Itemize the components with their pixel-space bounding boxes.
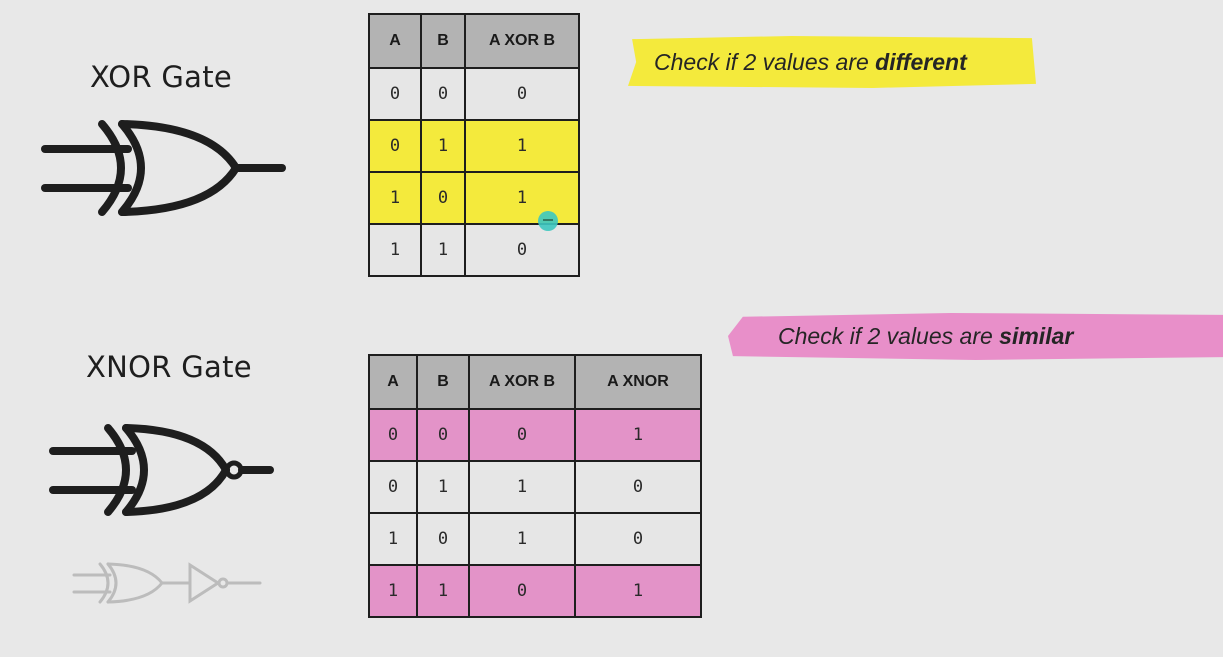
cell-a: 0 [368,119,422,173]
table-row: 0 0 0 [368,67,580,121]
cell-b: 0 [416,408,470,462]
cell-xor: 0 [464,223,580,277]
cell-b: 0 [420,171,466,225]
cell-b: 0 [416,512,470,566]
cell-b: 1 [416,564,470,618]
similar-note-highlight: Check if 2 values are similar [728,312,1223,360]
table-row: 1 1 0 [368,223,580,277]
cell-xnor: 0 [574,512,702,566]
cell-xor: 0 [464,67,580,121]
xnor-gate-title: XNOR Gate [86,350,252,384]
table-row: 0 1 1 0 [368,460,702,514]
table-row: 1 0 1 [368,171,580,225]
cell-xor: 0 [468,408,576,462]
xor-plus-not-gate-icon [72,562,262,604]
cell-xor: 0 [468,564,576,618]
header-a-xor-b: A XOR B [468,354,576,410]
table-row: 0 0 0 1 [368,408,702,462]
cell-a: 1 [368,564,418,618]
note-emphasis: different [875,48,967,75]
header-a-xnor: A XNOR [574,354,702,410]
xnor-truth-table: A B A XOR B A XNOR 0 0 0 1 0 1 1 0 1 0 1… [368,354,702,618]
cell-b: 0 [420,67,466,121]
cell-a: 0 [368,67,422,121]
xnor-gate-icon [49,424,274,516]
cell-a: 0 [368,460,418,514]
header-a: A [368,13,422,69]
header-b: B [420,13,466,69]
cell-a: 1 [368,512,418,566]
cell-xnor: 0 [574,460,702,514]
cell-xor: 1 [464,171,580,225]
note-prefix: Check if 2 values are [778,322,1000,349]
cell-a: 1 [368,223,422,277]
xor-gate-title: XOR Gate [90,60,233,94]
xor-gate-icon [41,120,286,216]
note-text: Check if 2 values are similar [778,323,1073,350]
table-header-row: A B A XOR B A XNOR [368,354,702,410]
header-b: B [416,354,470,410]
cursor-icon [538,211,558,231]
cell-xnor: 1 [574,408,702,462]
header-a-xor-b: A XOR B [464,13,580,69]
cell-xnor: 1 [574,564,702,618]
note-prefix: Check if 2 values are [654,48,876,75]
cell-b: 1 [420,119,466,173]
cell-xor: 1 [468,512,576,566]
cell-b: 1 [416,460,470,514]
cell-xor: 1 [464,119,580,173]
table-row: 1 1 0 1 [368,564,702,618]
cell-a: 1 [368,171,422,225]
table-header-row: A B A XOR B [368,13,580,69]
table-row: 0 1 1 [368,119,580,173]
header-a: A [368,354,418,410]
cell-xor: 1 [468,460,576,514]
cell-a: 0 [368,408,418,462]
note-text: Check if 2 values are different [654,49,967,76]
table-row: 1 0 1 0 [368,512,702,566]
note-emphasis: similar [999,322,1074,349]
cell-b: 1 [420,223,466,277]
different-note-highlight: Check if 2 values are different [628,36,1036,88]
xor-truth-table: A B A XOR B 0 0 0 0 1 1 1 0 1 1 1 0 [368,13,580,277]
